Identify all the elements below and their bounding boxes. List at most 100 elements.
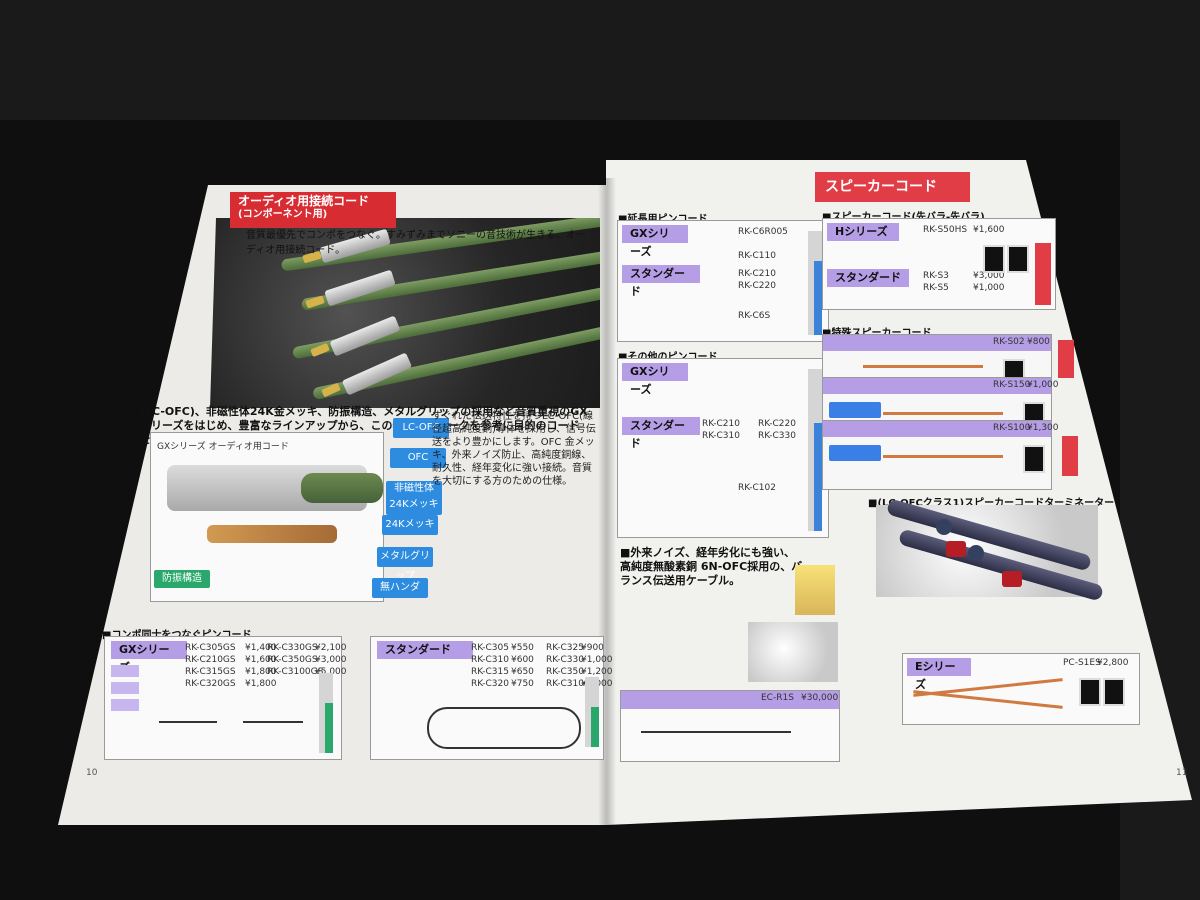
right-ribbon-2 [1062, 436, 1078, 476]
std-price-3: ¥750 [511, 679, 534, 689]
other-model-4: RK-C102 [738, 483, 776, 493]
std-model-1: RK-C310 [471, 655, 509, 665]
gx-model-4: RK-C330GS [267, 643, 318, 653]
std-price-2: ¥650 [511, 667, 534, 677]
ext-gx-model-1: RK-C110 [738, 251, 776, 261]
special-hdr-2 [823, 378, 1051, 394]
special-price-0: ¥800 [1027, 337, 1050, 347]
balanced-band: EC-R1S ¥30,000 [620, 690, 840, 762]
std-price-6: ¥1,200 [581, 667, 613, 677]
e-series-label: Eシリーズ [907, 658, 971, 691]
ext-std-model-1: RK-C220 [738, 281, 776, 291]
special-hdr-3 [823, 421, 1051, 437]
ext-gx-model-0: RK-C6R005 [738, 227, 788, 237]
other-model-3: RK-C330 [758, 431, 796, 441]
page-subtitle: (コンポーネント用) [238, 209, 328, 220]
speaker-h-series: Hシリーズ [827, 223, 899, 241]
gx-model-1: RK-C210GS [185, 655, 236, 665]
terminator-connector-2 [946, 541, 966, 557]
gx-strip-2 [111, 682, 139, 694]
balanced-package-photo [795, 565, 835, 615]
right-ribbon-1 [1058, 340, 1074, 378]
feature-metal-grip: メタルグリップ [377, 547, 433, 582]
feature-24k: 24Kメッキ [382, 515, 438, 535]
speaker-price-0: ¥1,600 [973, 225, 1005, 235]
gx-price-2: ¥1,800 [245, 667, 277, 677]
special-wire-3 [883, 455, 1003, 458]
feature-lcofc: LC-OFC [393, 418, 449, 438]
speaker-title: ■スピーカーコード(先バラ-先バラ) [822, 208, 985, 223]
gx-price-1: ¥1,600 [245, 655, 277, 665]
std-price-0: ¥550 [511, 643, 534, 653]
gx-model-6: RK-C3100GS [267, 667, 324, 677]
feature-nonmagnetic-24k: 非磁性体24Kメッキ [386, 481, 442, 515]
speaker-ribbon [1035, 243, 1051, 305]
gx-series-label: GXシリーズ [111, 641, 187, 674]
other-model-2: RK-C310 [702, 431, 740, 441]
gx-model-0: RK-C305GS [185, 643, 236, 653]
ext-gx-label: GXシリーズ [622, 225, 688, 258]
gx-wire-right [243, 721, 303, 723]
other-panel: GXシリーズ スタンダード RK-C210 RK-C220 RK-C310 RK… [617, 358, 829, 538]
std-model-7: RK-C3100 [546, 679, 590, 689]
gx-model-3: RK-C320GS [185, 679, 236, 689]
ext-bar [814, 261, 822, 335]
feature-vibration: 防振構造 [154, 570, 210, 588]
gx-price-3: ¥1,800 [245, 679, 277, 689]
feature-ofc: OFC [390, 448, 446, 468]
ext-std-model-0: RK-C210 [738, 269, 776, 279]
terminator-connector-1 [936, 519, 952, 535]
other-model-1: RK-C220 [758, 419, 796, 429]
special-speaker-icon-3 [1023, 445, 1045, 473]
special-hdr-1 [823, 335, 1051, 351]
speaker-model-0: RK-S50HS [923, 225, 968, 235]
gx-right-bar [325, 703, 333, 753]
speaker-model-1: RK-S3 [923, 271, 949, 281]
gx-price-4: ¥2,100 [315, 643, 347, 653]
std-model-4: RK-C325 [546, 643, 584, 653]
std-price-5: ¥1,000 [581, 655, 613, 665]
special-chip-3 [829, 445, 881, 461]
title-band: オーディオ用接続コード (コンポーネント用) [230, 192, 396, 228]
e-speaker-1 [1079, 678, 1101, 706]
speaker-panel: Hシリーズ スタンダード RK-S50HS ¥1,600 RK-S3 ¥3,00… [822, 218, 1056, 310]
cable-diagram [301, 473, 383, 503]
balanced-price: ¥30,000 [801, 693, 839, 703]
std-model-6: RK-C350 [546, 667, 584, 677]
special-price-2: ¥1,300 [1027, 423, 1059, 433]
diagram-box: GXシリーズ オーディオ用コード [150, 432, 384, 602]
special-model-0: RK-S02 [993, 337, 1025, 347]
other-gx-label: GXシリーズ [622, 363, 688, 396]
e-series-price: ¥2,800 [1097, 658, 1129, 668]
speaker-standard: スタンダード [827, 269, 909, 287]
gx-price-5: ¥3,000 [315, 655, 347, 665]
std-loop [427, 707, 581, 749]
other-bar [814, 423, 822, 531]
special-price-1: ¥1,000 [1027, 380, 1059, 390]
speaker-price-1: ¥3,000 [973, 271, 1005, 281]
extension-panel: GXシリーズ RK-C6R005 RK-C110 スタンダード RK-C210 … [617, 220, 829, 342]
std-price-4: ¥900 [581, 643, 604, 653]
gx-model-2: RK-C315GS [185, 667, 236, 677]
special-title: ■特殊スピーカーコード [822, 324, 931, 339]
e-wire-2 [913, 690, 1063, 709]
special-box-3: RK-S100 ¥1,300 [822, 420, 1059, 490]
extension-title: ■延長用ピンコード [618, 210, 707, 225]
standard-label: スタンダード [377, 641, 473, 659]
e-series-panel: Eシリーズ PC-S1ES ¥2,800 [902, 653, 1140, 725]
special-chip [829, 402, 881, 418]
gx-strip-3 [111, 699, 139, 711]
terminator-photo [876, 498, 1105, 602]
std-right-bar [591, 707, 599, 747]
terminator-connector-3 [968, 545, 984, 561]
other-title: ■その他のピンコード [618, 348, 717, 363]
e-series-model: PC-S1ES [1063, 658, 1101, 668]
special-wire-2 [883, 412, 1003, 415]
background-tape-top-left [0, 0, 1200, 120]
tagline: 音質最優先でコンポをつなぐ。すみずみまでソニーの音技術が生きる、オーディオ用接続… [246, 230, 586, 256]
gx-price-0: ¥1,400 [245, 643, 277, 653]
speaker-icon-1 [983, 245, 1005, 273]
balanced-product: EC-R1S [761, 693, 794, 703]
gx-strip-1 [111, 665, 139, 677]
